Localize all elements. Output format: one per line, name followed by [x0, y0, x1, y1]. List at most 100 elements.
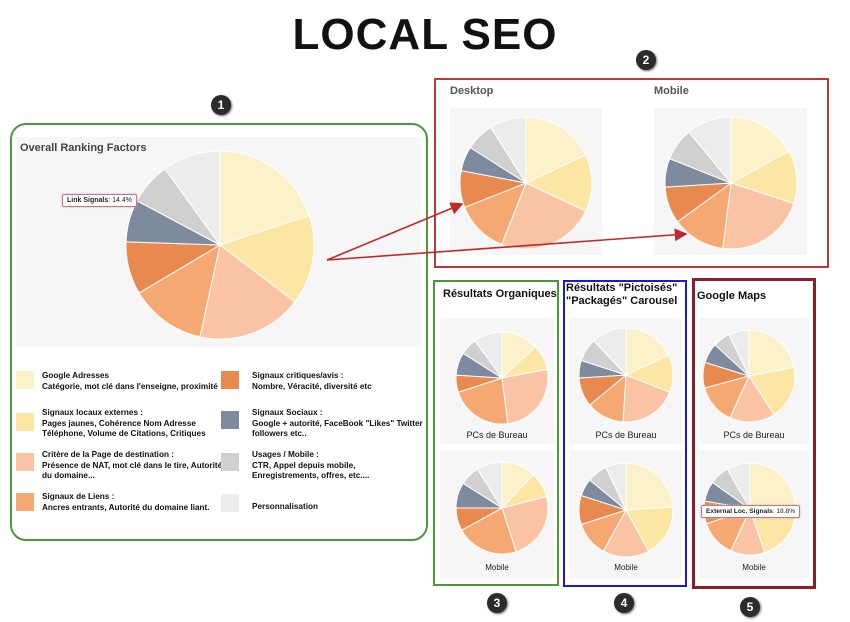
section3-frame — [433, 280, 559, 586]
pack-heading-2: "Packagés" Carousel — [566, 295, 678, 307]
legend-title: Critère de la Page de destination : — [42, 450, 174, 459]
pie-slice — [593, 327, 627, 377]
pie-slice — [730, 116, 790, 184]
legend-swatch — [221, 494, 239, 512]
legend-swatch — [16, 453, 34, 471]
pie-slice — [138, 243, 221, 338]
legend-item: Critère de la Page de destination :Prése… — [42, 450, 232, 482]
section2-frame — [434, 78, 829, 268]
pie-slice — [501, 495, 549, 553]
legend-desc: Pages jaunes, Cohérence Nom Adresse Télé… — [42, 418, 206, 439]
pie-slice — [748, 366, 796, 416]
legend-item: Signaux de Liens :Ancres entrants, Autor… — [42, 492, 232, 513]
pie-slice — [524, 154, 593, 212]
pie-slice — [199, 244, 296, 340]
tooltip-label: External Loc. Signals — [706, 508, 773, 515]
organic-caption-desktop: PCs de Bureau — [466, 430, 528, 440]
pie-slice — [602, 508, 650, 558]
external-loc-tooltip: External Loc. Signals: 18.8% — [701, 505, 801, 518]
pie-slice — [461, 507, 517, 555]
maps-heading: Google Maps — [697, 290, 767, 302]
pie-slice — [688, 116, 732, 185]
tooltip-value: : 18.8% — [772, 508, 796, 515]
legend-title: Signaux Sociaux : — [252, 408, 323, 417]
legend-swatch — [16, 371, 34, 389]
badge-3: 3 — [487, 593, 507, 613]
pie-slice — [501, 368, 549, 425]
mobile-pie — [664, 116, 798, 250]
organic-desktop-pie — [455, 331, 549, 425]
badge-2: 2 — [636, 50, 656, 70]
pie-slice — [728, 329, 750, 377]
legend-desc: Catégorie, mot clé dans l'enseigne, prox… — [42, 381, 218, 391]
pie-slice — [605, 462, 627, 511]
legend-item: Usages / Mobile :CTR, Appel depuis mobil… — [252, 450, 424, 482]
section4-frame — [563, 280, 687, 587]
maps-desktop-pie — [702, 329, 796, 423]
pie-slice — [164, 150, 221, 247]
legend-desc: Google + autorité, FaceBook "Likes" Twit… — [252, 418, 423, 439]
pack-desktop-pie — [578, 327, 674, 423]
desktop-label: Desktop — [450, 85, 494, 97]
pack-heading-1: Résultats "Pictoisés" — [566, 282, 678, 294]
legend-title: Signaux critiques/avis : — [252, 371, 344, 380]
badge-5: 5 — [740, 597, 760, 617]
legend-swatch — [16, 493, 34, 511]
maps-caption-mobile: Mobile — [742, 563, 766, 572]
badge-4: 4 — [614, 593, 634, 613]
organic-heading: Résultats Organiques — [443, 288, 557, 300]
pie-slice — [218, 214, 315, 303]
pack-caption-desktop: PCs de Bureau — [595, 430, 657, 440]
pack-mobile-pie — [578, 462, 674, 558]
desktop-pie — [459, 116, 593, 250]
legend-swatch — [16, 413, 34, 431]
pie-slice — [625, 462, 674, 511]
legend-desc: Ancres entrants, Autorité du domaine lia… — [42, 502, 210, 512]
legend-title: Usages / Mobile : — [252, 450, 319, 459]
organic-mobile-pie — [455, 461, 549, 555]
pack-caption-mobile: Mobile — [614, 563, 638, 572]
section5-frame — [692, 278, 816, 589]
pie-slice — [729, 374, 775, 423]
legend-swatch — [221, 371, 239, 389]
pie-slice — [474, 331, 503, 380]
legend-item: Signaux critiques/avis :Nombre, Véracité… — [252, 371, 424, 392]
arrow-to-mobile — [326, 228, 688, 261]
legend-swatch — [221, 453, 239, 471]
pie-slice — [622, 374, 671, 423]
legend-title: Signaux de Liens : — [42, 492, 115, 501]
mobile-label: Mobile — [654, 85, 689, 97]
legend-desc: Présence de NAT, mot clé dans le tire, A… — [42, 460, 223, 481]
page-title: LOCAL SEO — [292, 10, 558, 59]
organic-caption-mobile: Mobile — [485, 563, 509, 572]
legend-title: Personnalisation — [252, 502, 318, 511]
pie-slice — [748, 329, 795, 377]
legend-swatch — [221, 411, 239, 429]
pie-slice — [457, 377, 509, 425]
legend-desc: CTR, Appel depuis mobile, Enregistrement… — [252, 460, 370, 481]
tooltip-label: Link Signals — [67, 197, 109, 204]
overall-frame — [10, 123, 428, 541]
legend-item: Signaux Sociaux :Google + autorité, Face… — [252, 408, 424, 440]
legend-title: Google Adresses — [42, 371, 110, 380]
pie-slice — [726, 462, 751, 511]
pie-slice — [722, 182, 795, 250]
maps-mobile-pie — [703, 462, 797, 556]
badge-1: 1 — [211, 95, 231, 115]
pie-slice — [219, 150, 310, 246]
legend-title: Signaux locaux externes : — [42, 408, 144, 417]
pie-slice — [476, 461, 503, 510]
legend-desc: Nombre, Véracité, diversité etc — [252, 381, 372, 391]
overall-heading: Overall Ranking Factors — [20, 142, 147, 154]
link-signals-tooltip: Link Signals: 14.4% — [62, 194, 137, 207]
pie-slice — [625, 506, 674, 552]
pie-slice — [525, 116, 587, 184]
legend-item: Signaux locaux externes :Pages jaunes, C… — [42, 408, 232, 440]
pie-slice — [625, 327, 670, 376]
maps-caption-desktop: PCs de Bureau — [723, 430, 785, 440]
legend-item: Personnalisation — [252, 502, 424, 513]
tooltip-value: : 14.4% — [108, 197, 132, 204]
